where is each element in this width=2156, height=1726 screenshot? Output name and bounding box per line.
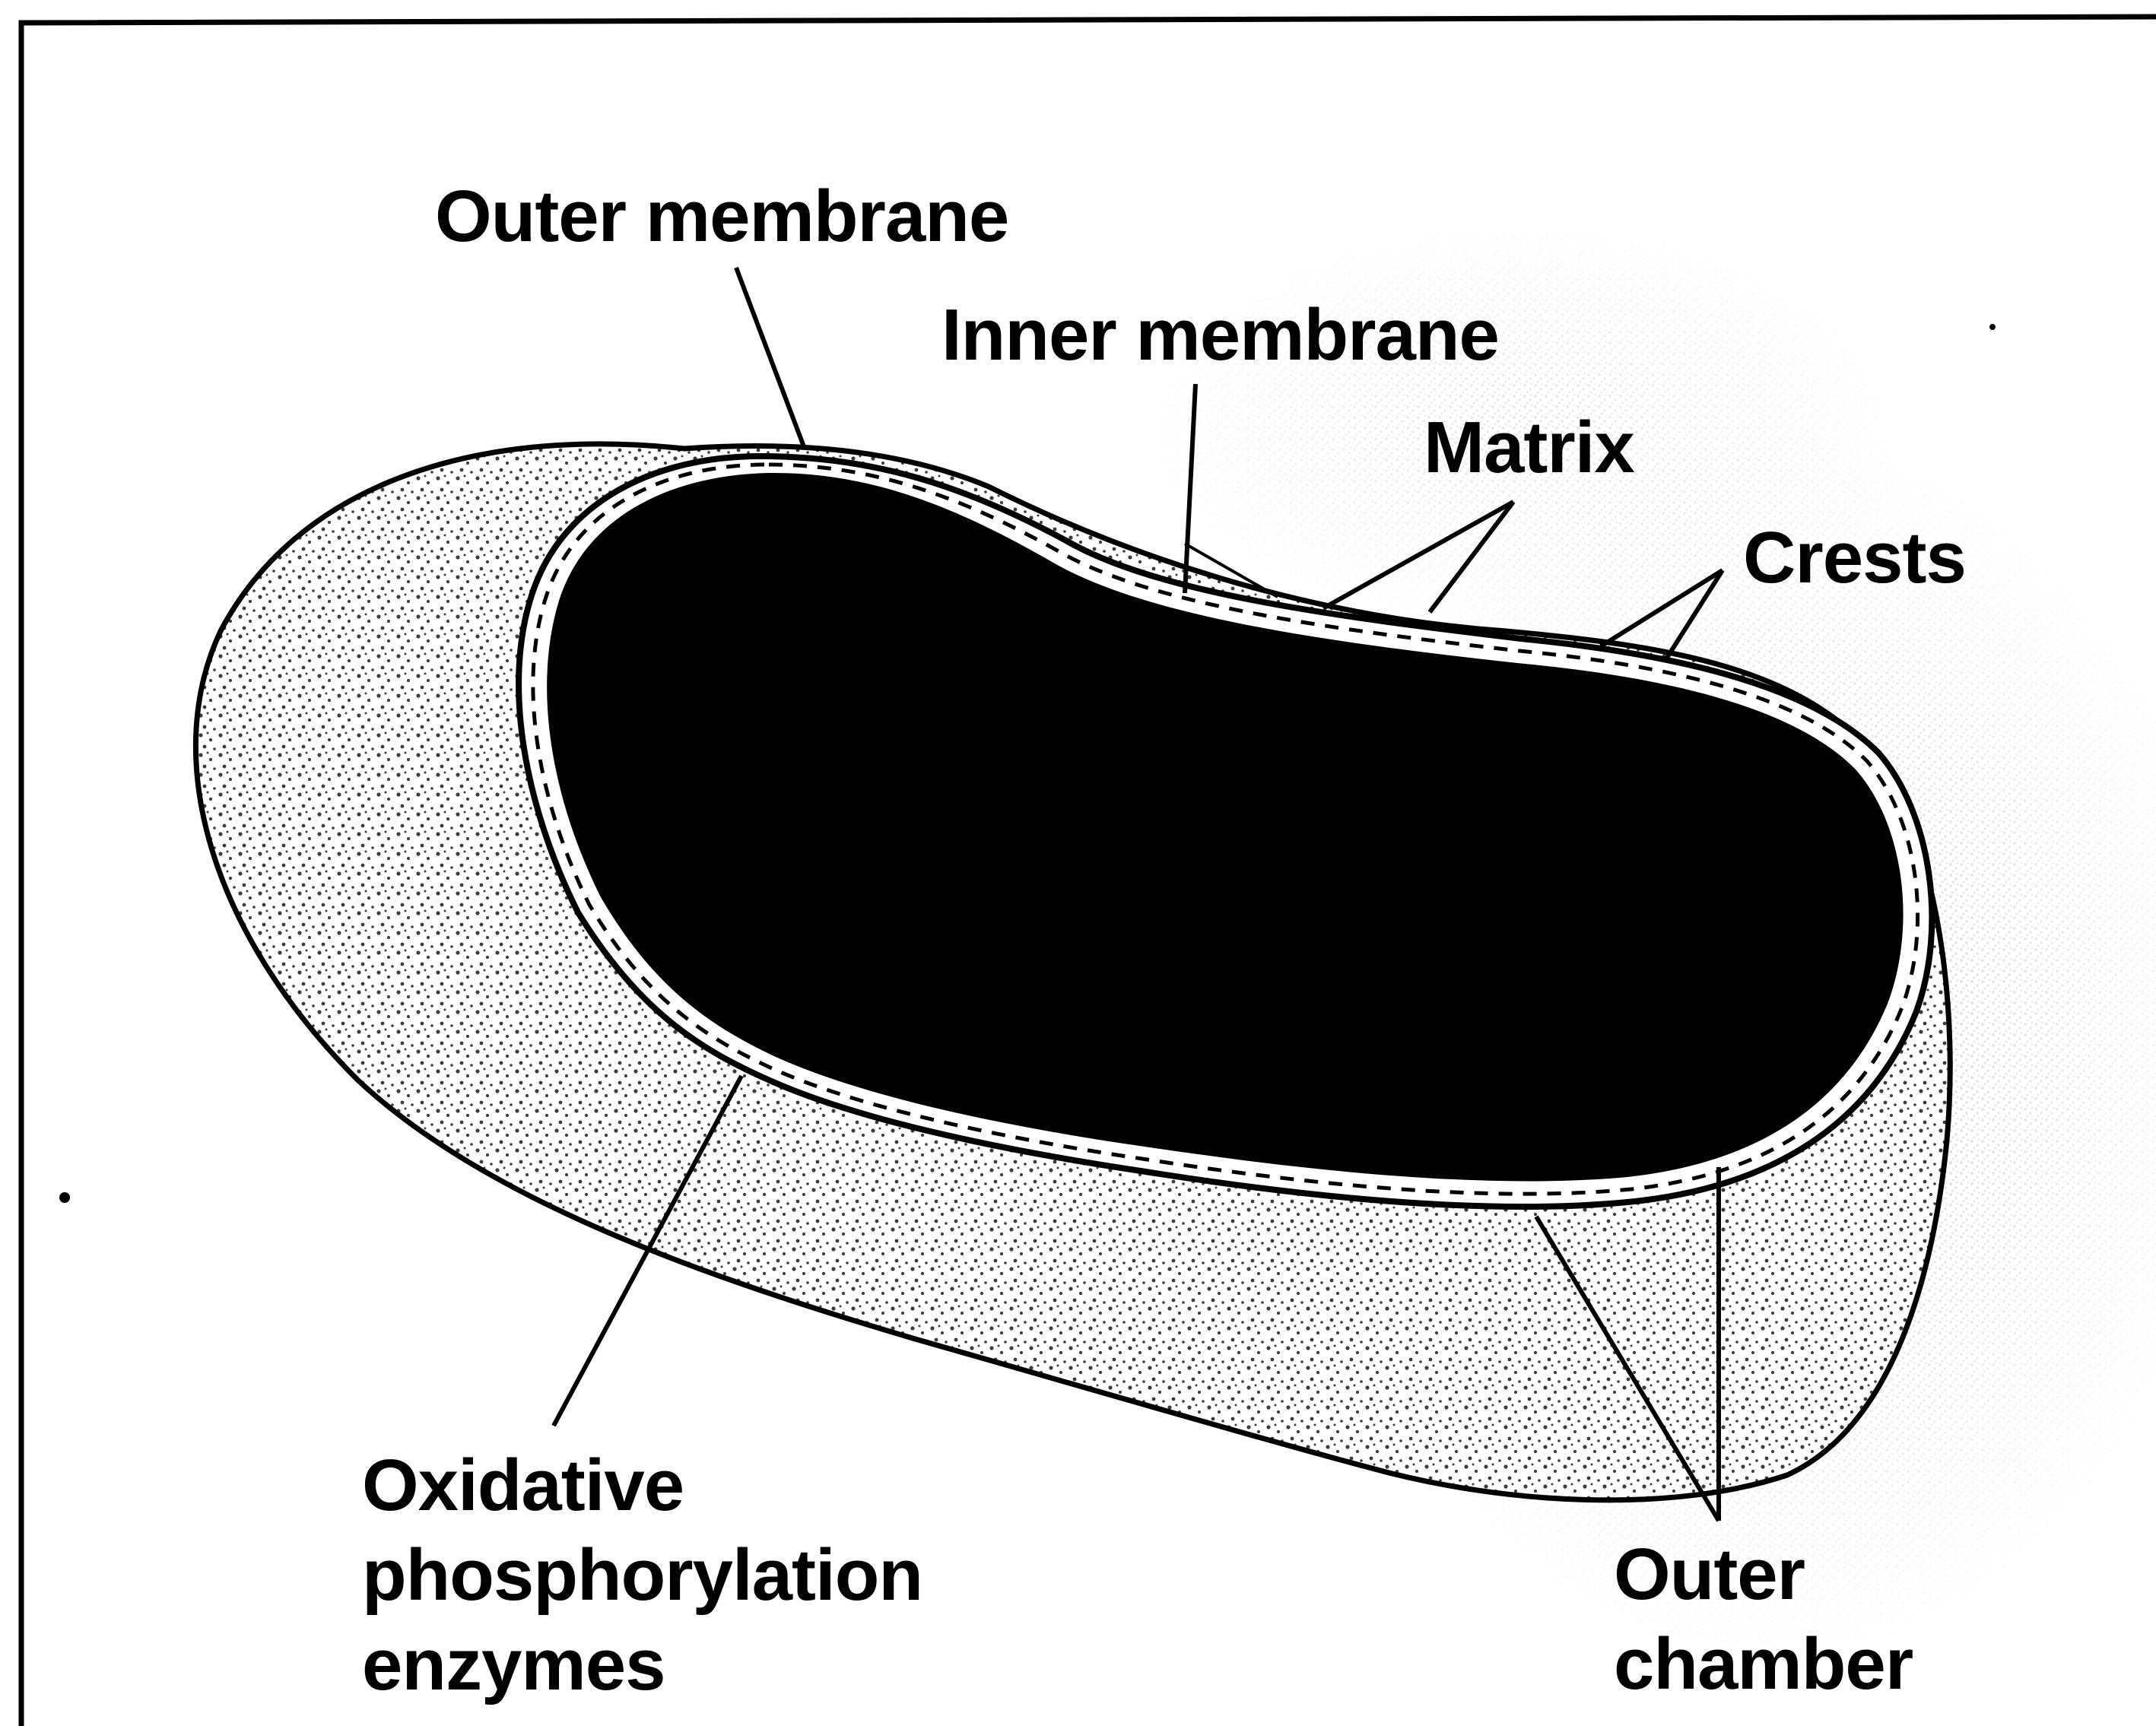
label-inner-membrane: Inner membrane [941, 290, 1499, 380]
label-outer-chamber-line1: Outer [1614, 1530, 1913, 1620]
label-outer-chamber-line2: chamber [1614, 1620, 1913, 1709]
label-outer-chamber: Outer chamber [1614, 1530, 1913, 1709]
scan-speck [59, 1192, 70, 1203]
outer-membrane-pointer [736, 268, 805, 449]
label-oxidative-line2: phosphorylation [362, 1531, 922, 1620]
label-oxidative-line1: Oxidative [362, 1441, 922, 1531]
scan-speck [1989, 324, 1996, 330]
label-matrix: Matrix [1424, 403, 1634, 493]
label-oxidative-line3: enzymes [362, 1620, 922, 1710]
label-outer-membrane: Outer membrane [435, 172, 1008, 262]
label-crests: Crests [1743, 513, 1966, 603]
label-oxidative-enzymes: Oxidative phosphorylation enzymes [362, 1441, 922, 1710]
